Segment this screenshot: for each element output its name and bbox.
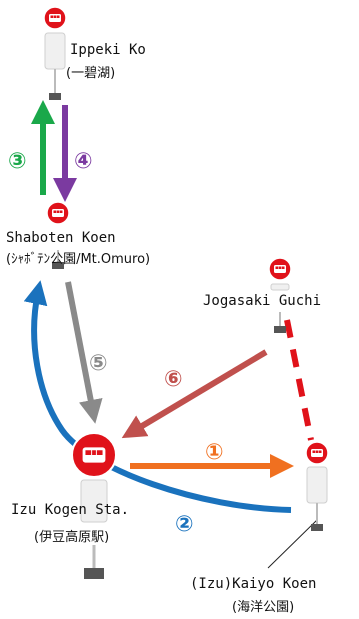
kaiyo-sub: (海洋公園)	[232, 600, 294, 615]
ippeki-sub: (一碧湖)	[66, 66, 115, 81]
stop-ippeki-ko: Ippeki Ko (一碧湖)	[43, 6, 146, 100]
shaboten-name: Shaboten Koen	[6, 230, 116, 246]
dashed-connector	[284, 319, 314, 441]
route-5-number: ⑤	[89, 351, 108, 376]
bus-stop-icon	[43, 6, 67, 100]
shaboten-sub: (ｼｬﾎﾞﾃﾝ公園/Mt.Omuro)	[6, 252, 150, 267]
izu-kogen-sub: (伊豆高原駅)	[34, 529, 109, 545]
stop-izu-kogen-sta: Izu Kogen Sta. (伊豆高原駅)	[11, 432, 129, 579]
kaiyo-name: (Izu)Kaiyo Koen	[190, 576, 316, 592]
bus-stop-icon	[71, 432, 117, 579]
stop-jogasaki-guchi: Jogasaki Guchi	[203, 257, 321, 333]
bus-stop-icon	[305, 441, 329, 531]
route-4-number: ④	[74, 149, 93, 174]
bus-stop-icon	[46, 201, 70, 269]
route-2-arrow	[23, 280, 292, 513]
route-2-number: ②	[175, 512, 194, 537]
jogasaki-name: Jogasaki Guchi	[203, 293, 321, 309]
route-6-number: ⑥	[164, 367, 183, 392]
bus-stop-icon	[268, 257, 292, 333]
stop-shaboten-koen: Shaboten Koen (ｼｬﾎﾞﾃﾝ公園/Mt.Omuro)	[6, 201, 150, 269]
route-1-number: ①	[205, 440, 224, 465]
route-6-arrow	[121, 349, 268, 439]
stop-kaiyo-koen: (Izu)Kaiyo Koen (海洋公園)	[190, 441, 329, 615]
izu-kogen-name: Izu Kogen Sta.	[11, 502, 129, 518]
route-5-arrow	[65, 281, 103, 424]
kaiyo-leader-line	[267, 519, 318, 569]
ippeki-name: Ippeki Ko	[70, 42, 146, 58]
route-3-number: ③	[8, 149, 27, 174]
